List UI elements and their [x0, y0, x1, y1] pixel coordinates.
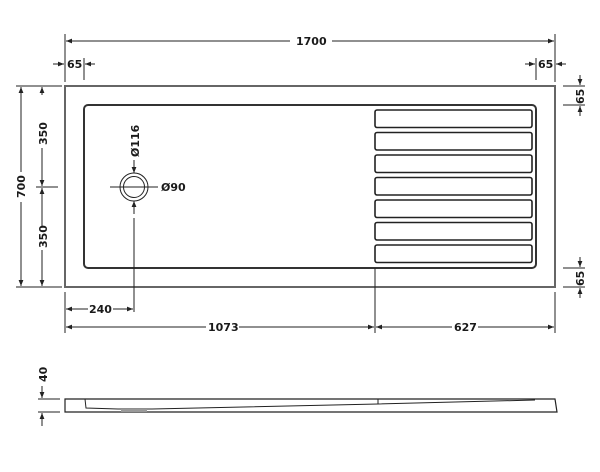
- half-width-top-label: 350: [37, 122, 50, 145]
- groove-group: [374, 109, 533, 264]
- overall-length-label: 1700: [296, 35, 327, 48]
- overall-width-label: 700: [15, 175, 28, 198]
- half-width-bottom-label: 350: [37, 225, 50, 248]
- drainage-groove: [374, 131, 533, 151]
- left-margin-label: 65: [67, 58, 82, 71]
- flat-area-length-label: 1073: [208, 321, 239, 334]
- drainage-groove: [374, 176, 533, 196]
- waste-profile: [121, 409, 147, 412]
- drainage-groove: [374, 109, 533, 129]
- side-height-label: 40: [37, 366, 50, 382]
- side-view: [64, 398, 558, 413]
- waste-offset-label: 240: [89, 303, 112, 316]
- bottom-margin-label: 65: [574, 271, 587, 286]
- drainage-groove: [374, 244, 533, 264]
- waste-inner-diameter-label: Ø90: [161, 181, 186, 194]
- tray-basin: [83, 104, 537, 269]
- drainage-groove: [374, 221, 533, 241]
- grooved-area-length-label: 627: [454, 321, 477, 334]
- drainage-groove: [374, 154, 533, 174]
- top-margin-label: 65: [574, 89, 587, 104]
- waste-outer-diameter-label: Ø116: [129, 124, 142, 157]
- drainage-groove: [374, 199, 533, 219]
- right-margin-label: 65: [538, 58, 553, 71]
